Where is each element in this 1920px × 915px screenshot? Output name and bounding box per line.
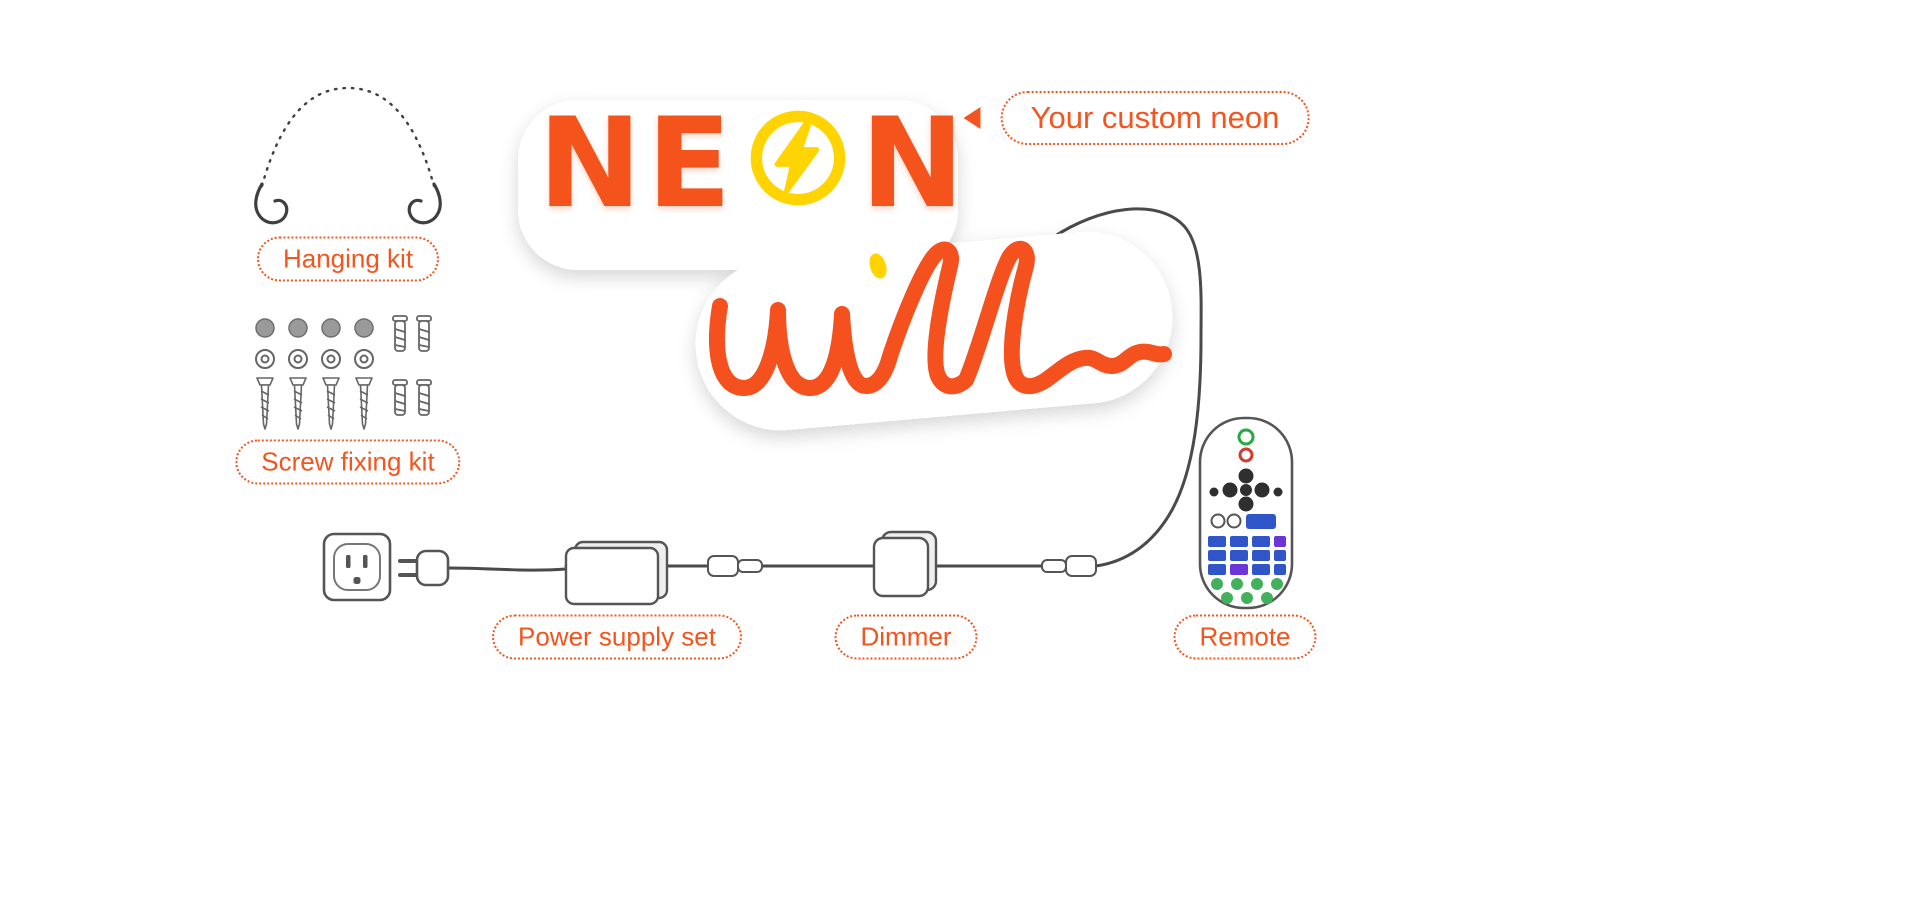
washers [255, 349, 374, 369]
hanging-kit-label: Hanging kit [256, 236, 440, 282]
hook-right-icon [407, 182, 442, 225]
remote-power-ring-green [1237, 428, 1255, 446]
hanging-string [260, 86, 436, 188]
screws [256, 377, 373, 430]
dimmer-box [872, 530, 938, 598]
custom-neon-callout: Your custom neon [1000, 91, 1310, 145]
i-dot [869, 253, 887, 279]
screw-heads [255, 318, 374, 338]
remote-label: Remote [1173, 614, 1317, 660]
remote-mode-buttons [1210, 513, 1276, 529]
cable-connector-right [1041, 555, 1097, 577]
power-plug-icon [398, 549, 450, 587]
remote-ring-red [1238, 447, 1254, 463]
script-word-will [709, 240, 1172, 396]
remote-green-buttons [1211, 578, 1283, 604]
power-adapter-box [564, 540, 669, 606]
screw-fixing-kit-label: Screw fixing kit [235, 439, 461, 485]
hanging-kit-illustration [254, 86, 442, 225]
neon-letters-ne: NE [538, 92, 737, 236]
remote-dpad-buttons [1209, 468, 1283, 512]
dimmer-label: Dimmer [834, 614, 978, 660]
remote-control-illustration [1198, 416, 1294, 610]
callout-arrow-icon [963, 107, 981, 129]
wall-outlet-icon [322, 532, 392, 602]
cable-connector-left [707, 555, 763, 577]
hook-left-icon [254, 182, 289, 225]
remote-color-grid [1208, 536, 1286, 575]
screw-fixing-kit-illustration [255, 315, 432, 430]
lightning-bolt-icon [751, 110, 846, 206]
power-supply-set-label: Power supply set [492, 614, 742, 660]
wall-anchors [392, 315, 432, 416]
neon-sign-text: NE N [538, 102, 969, 226]
power-cable-wire [446, 207, 1203, 572]
neon-letter-n: N [860, 92, 970, 236]
